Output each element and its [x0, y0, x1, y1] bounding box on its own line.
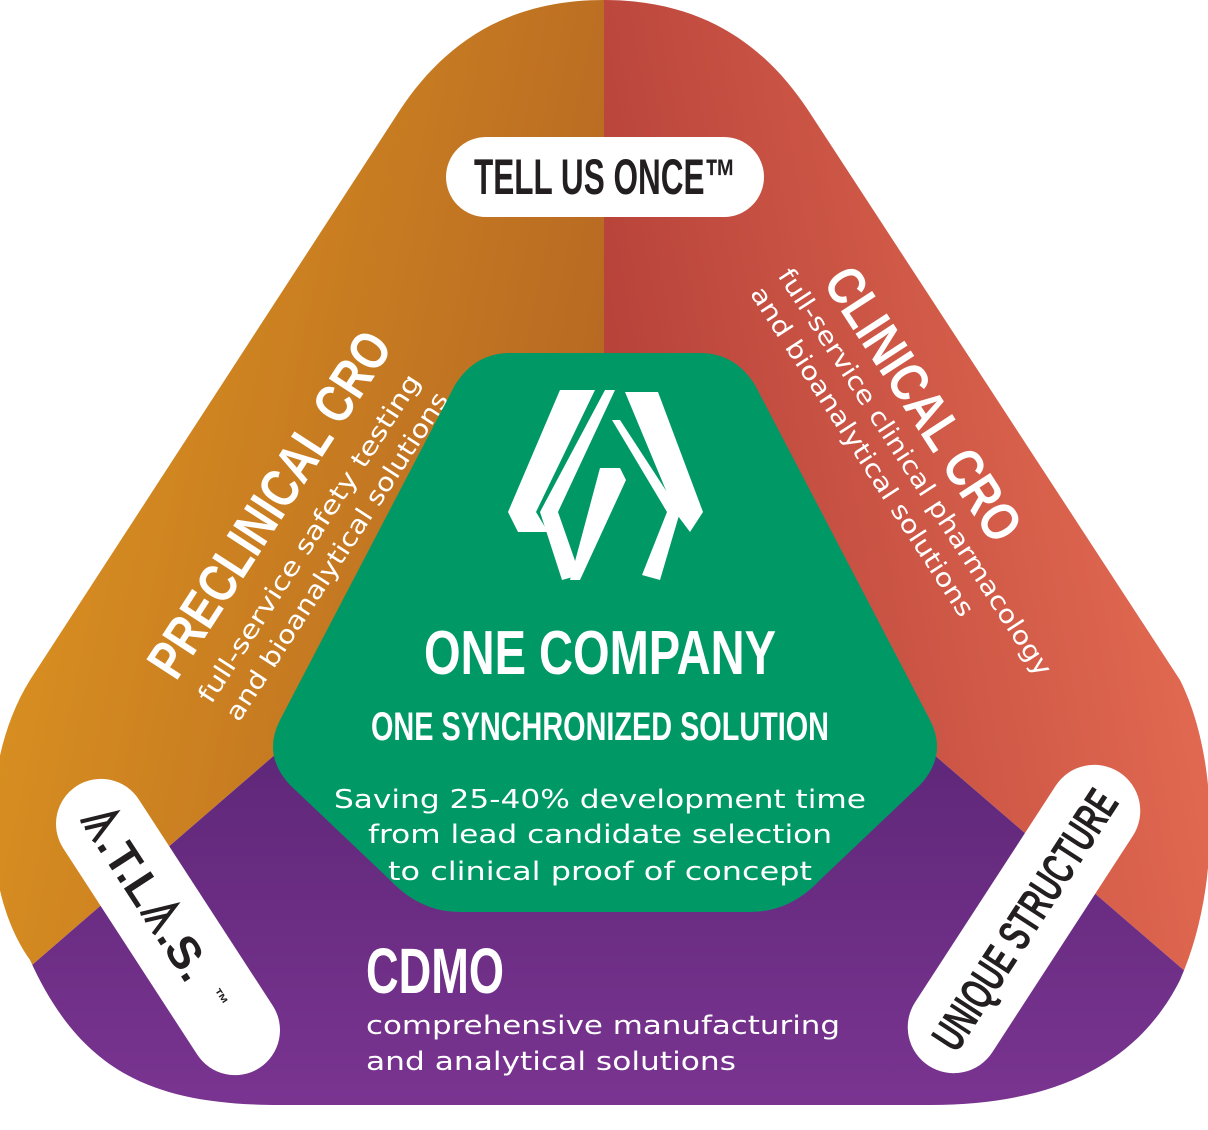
cdmo-title: CDMO [366, 935, 504, 1007]
tell-us-once-badge: TELL US ONCE™ [446, 137, 764, 217]
altasciences-a-icon [508, 390, 703, 580]
tell-us-once-label: TELL US ONCE™ [474, 149, 736, 205]
center-title: ONE COMPANY [424, 619, 776, 688]
atlas-a-icon [80, 809, 121, 844]
atlas-a-icon [139, 902, 181, 936]
center-line-2: from lead candidate selection [368, 820, 832, 850]
center-line-1: Saving 25-40% development time [334, 785, 866, 815]
center-subtitle: ONE SYNCHRONIZED SOLUTION [371, 705, 829, 749]
cdmo-line-2: and analytical solutions [366, 1047, 736, 1077]
cdmo-line-1: comprehensive manufacturing [366, 1011, 840, 1041]
center-hexagon [272, 353, 938, 912]
atlas-badge: .T.L .S. ™ [56, 778, 280, 1076]
center-line-3: to clinical proof of concept [388, 857, 812, 887]
